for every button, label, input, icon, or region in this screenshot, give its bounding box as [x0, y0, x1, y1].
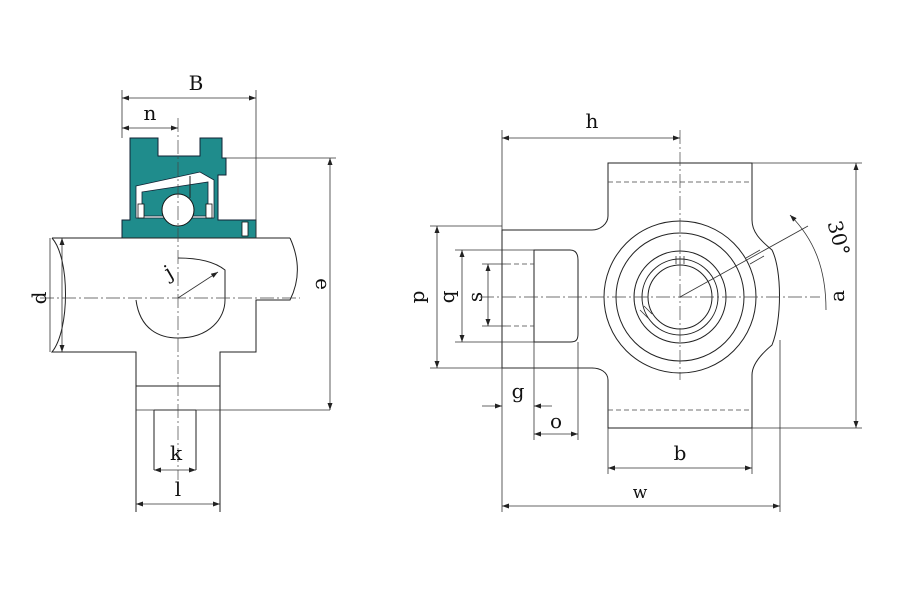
label-g: g	[512, 379, 525, 403]
bearing-insert	[121, 137, 257, 239]
label-b: b	[674, 441, 687, 465]
label-w: w	[633, 483, 648, 503]
housing-outline	[501, 162, 780, 429]
label-n: n	[144, 101, 157, 125]
frame-bore	[135, 257, 226, 339]
frame-outline	[50, 237, 298, 387]
label-k: k	[170, 441, 183, 465]
label-a: a	[825, 290, 849, 302]
label-d: d	[27, 291, 51, 304]
seal-right	[205, 203, 213, 219]
label-e: e	[311, 278, 335, 290]
grease-fitting	[241, 221, 249, 237]
label-q: q	[435, 290, 459, 303]
slot-block	[533, 249, 579, 343]
angle-leader	[679, 225, 809, 298]
label-angle: 30°	[823, 218, 855, 258]
side-view: B n d j e k l	[27, 71, 336, 512]
angle-arc	[789, 214, 827, 311]
dimension-j	[177, 271, 219, 299]
label-h: h	[586, 109, 599, 133]
label-B: B	[189, 71, 204, 95]
label-l: l	[175, 477, 181, 501]
front-view: h p q s a 30° g o	[405, 109, 862, 512]
label-o: o	[550, 409, 562, 433]
seal-left	[137, 203, 145, 219]
label-j: j	[158, 260, 177, 285]
frame-lower-slot	[135, 352, 221, 512]
label-s: s	[463, 292, 487, 302]
label-p: p	[405, 291, 429, 304]
grease-fitting-front	[639, 249, 765, 319]
